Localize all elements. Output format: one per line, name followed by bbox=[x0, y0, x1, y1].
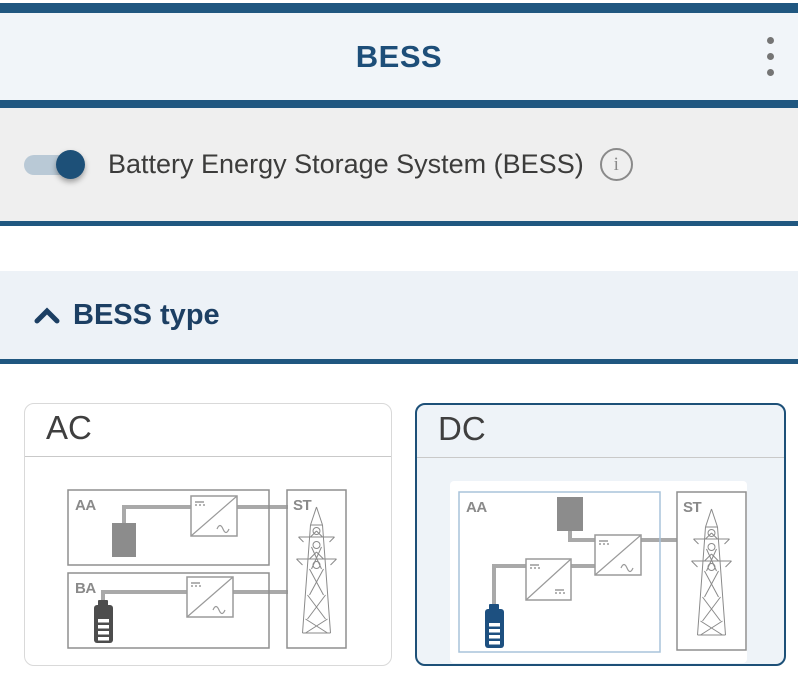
toggle-divider-bar bbox=[0, 221, 798, 226]
grid-tower-icon bbox=[691, 508, 732, 636]
dc-diagram-panel: AA ST bbox=[450, 481, 747, 663]
kebab-menu-icon[interactable] bbox=[742, 37, 798, 76]
dc-system-diagram: AA ST bbox=[458, 491, 747, 653]
card-ac[interactable]: AC AA BA ST bbox=[24, 403, 392, 666]
info-icon[interactable]: i bbox=[599, 148, 633, 181]
section-divider-bar bbox=[0, 359, 798, 364]
card-dc[interactable]: DC AA ST bbox=[415, 403, 786, 666]
block-source-label: AA bbox=[75, 497, 96, 514]
bess-toggle-row: Battery Energy Storage System (BESS) i bbox=[0, 108, 798, 221]
dc-dc-converter-icon bbox=[525, 558, 572, 601]
bess-type-options: AC AA BA ST bbox=[0, 364, 798, 666]
page-title: BESS bbox=[355, 38, 443, 74]
pv-module-icon bbox=[557, 497, 583, 531]
block-source bbox=[67, 489, 270, 566]
spacer bbox=[0, 226, 798, 271]
block-battery bbox=[67, 572, 270, 649]
block-battery-label: BA bbox=[75, 580, 96, 597]
kebab-dot bbox=[766, 69, 774, 76]
ac-system-diagram: AA BA ST bbox=[67, 489, 347, 649]
battery-inverter-icon bbox=[186, 576, 234, 618]
top-white-strip bbox=[0, 0, 798, 3]
card-dc-label: DC bbox=[438, 410, 486, 447]
block-grid bbox=[676, 491, 747, 651]
section-title: BESS type bbox=[73, 298, 220, 331]
header-divider-bar bbox=[0, 100, 798, 108]
toggle-knob bbox=[56, 150, 85, 179]
card-divider bbox=[25, 456, 391, 457]
inverter-icon bbox=[190, 495, 238, 537]
battery-icon bbox=[485, 604, 504, 648]
block-source bbox=[458, 491, 661, 653]
wires bbox=[492, 529, 677, 607]
inverter-icon bbox=[594, 534, 642, 576]
pv-module-icon bbox=[112, 523, 136, 557]
card-ac-label: AC bbox=[46, 409, 92, 446]
grid-tower-icon bbox=[296, 506, 337, 634]
block-grid-label: ST bbox=[293, 497, 312, 514]
top-accent-bar bbox=[0, 3, 798, 13]
block-source-label: AA bbox=[466, 499, 487, 516]
block-grid bbox=[286, 489, 347, 649]
block-grid-label: ST bbox=[683, 499, 702, 516]
section-header-bess-type[interactable]: BESS type bbox=[0, 271, 798, 359]
panel-header: BESS bbox=[0, 13, 798, 100]
bess-toggle-label: Battery Energy Storage System (BESS) bbox=[108, 149, 584, 179]
chevron-up-icon bbox=[34, 306, 60, 324]
card-divider bbox=[417, 457, 784, 458]
battery-icon bbox=[94, 600, 113, 643]
kebab-dot bbox=[766, 37, 774, 44]
bess-toggle-switch[interactable] bbox=[24, 150, 85, 179]
kebab-dot bbox=[766, 53, 774, 60]
